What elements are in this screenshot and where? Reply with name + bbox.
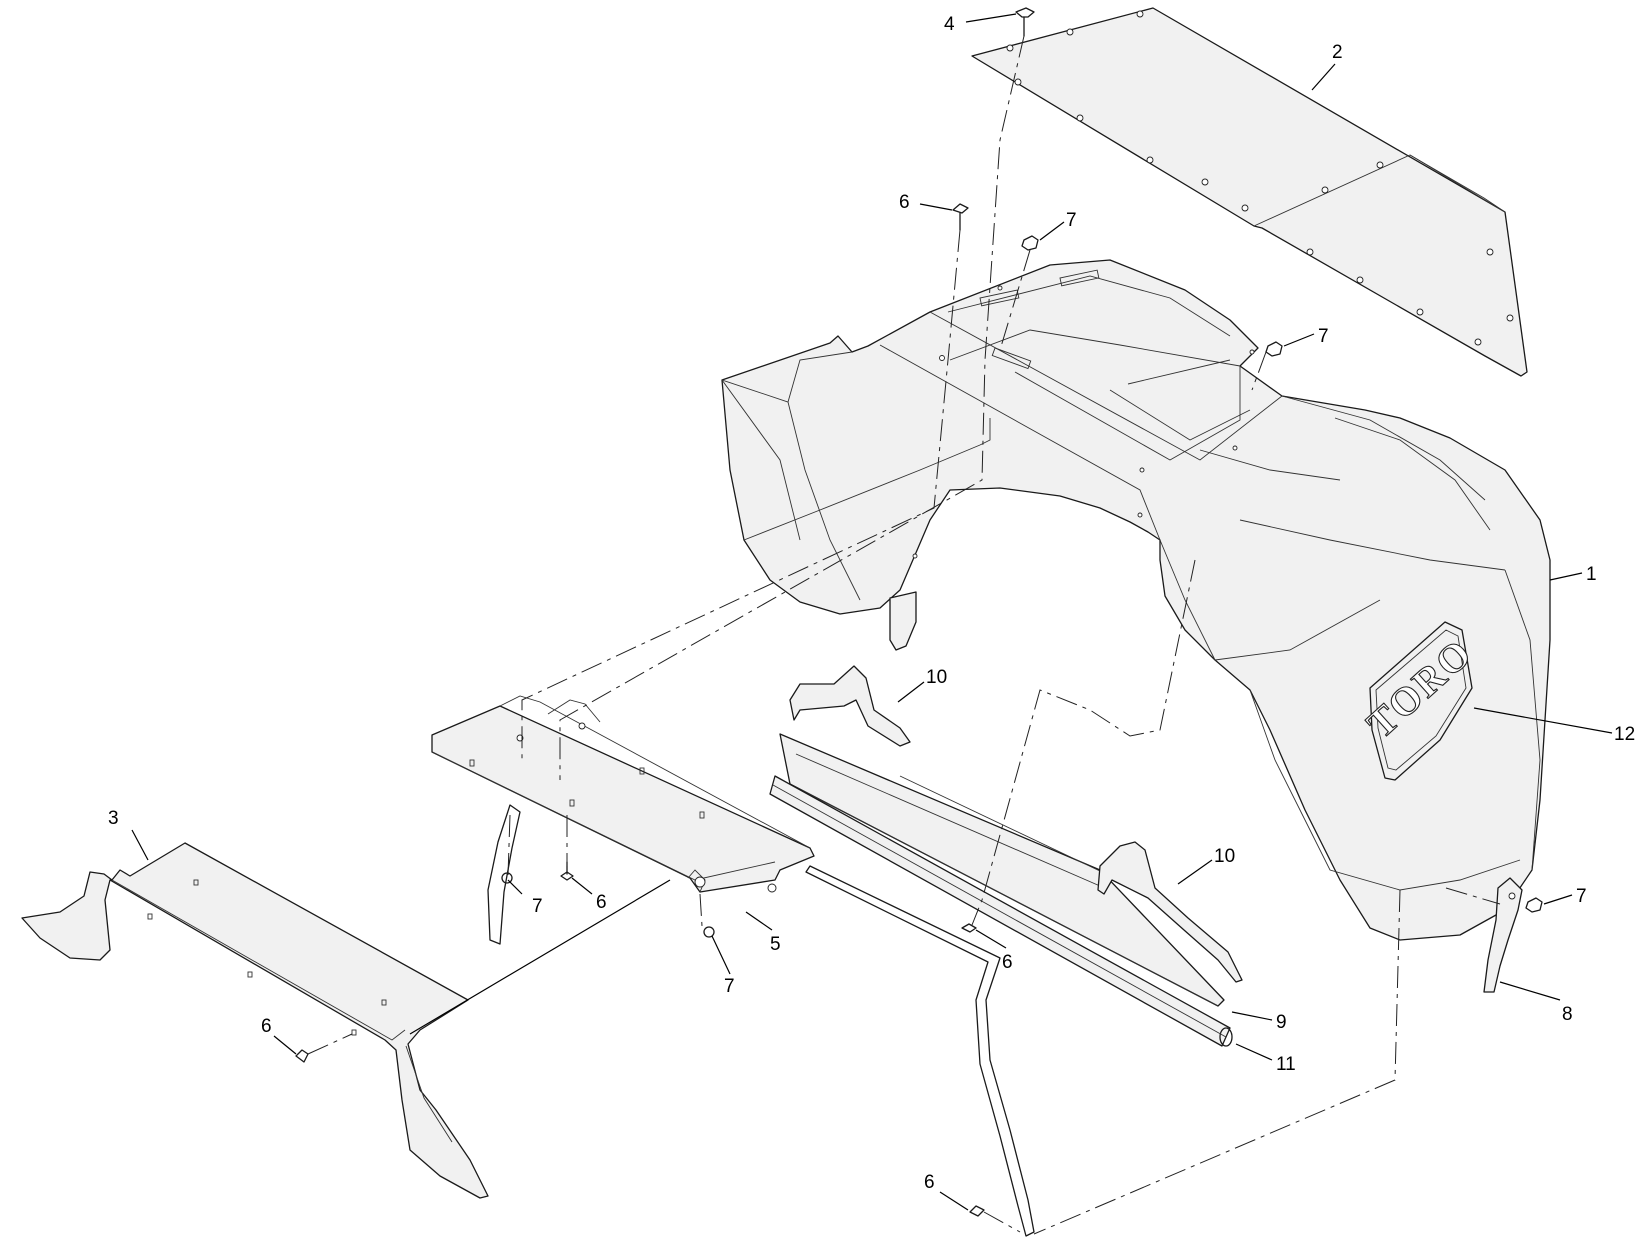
- callout-10-lower: 10: [1214, 846, 1235, 867]
- leader-lines: [131, 13, 1613, 1211]
- callout-4: 4: [944, 14, 955, 35]
- bolt-6-deflector: [295, 1049, 309, 1063]
- callout-6-bottom: 6: [924, 1172, 935, 1193]
- flap-bar: [779, 733, 1225, 1007]
- grass-box-housing: [721, 259, 1551, 941]
- lower-deflector: [21, 842, 489, 1199]
- callout-8: 8: [1562, 1004, 1573, 1025]
- callout-6-center: 6: [1002, 952, 1013, 973]
- callouts: 1 2 3 4 5 6 6 6 6 6 7 7 7 7 7 8 9 10 10 …: [108, 14, 1635, 1193]
- bumper-strip-upper: [789, 665, 911, 747]
- nut-7-bracket: [501, 872, 513, 884]
- top-cover-plate: [971, 7, 1528, 377]
- callout-7-bracket: 7: [532, 896, 543, 917]
- callout-7-under: 7: [724, 976, 735, 997]
- bolt-6-bottom: [969, 1205, 985, 1217]
- bolt-6-center: [961, 923, 977, 933]
- bumper-strip-lower: [1097, 841, 1243, 983]
- side-rod: [805, 865, 1035, 1237]
- callout-2: 2: [1332, 42, 1343, 63]
- screw-4: [1015, 7, 1035, 37]
- callout-6-bracket: 6: [596, 892, 607, 913]
- cover-plate-holes: [1006, 10, 1514, 346]
- bolt-6-top: [952, 203, 969, 231]
- nut-7-under: [703, 926, 715, 938]
- latch: [1483, 877, 1523, 993]
- front-bracket: [431, 695, 815, 945]
- callout-1: 1: [1586, 564, 1597, 585]
- callout-3: 3: [108, 808, 119, 829]
- nut-7-right: [1265, 341, 1283, 357]
- phantom-lines: [307, 35, 1501, 1235]
- callout-10-upper: 10: [926, 667, 947, 688]
- callout-12: 12: [1614, 724, 1635, 745]
- callout-7-right: 7: [1318, 326, 1329, 347]
- callout-11: 11: [1276, 1054, 1296, 1075]
- callout-7-top: 7: [1066, 210, 1077, 231]
- nut-7-top: [1021, 235, 1039, 251]
- tube: [769, 775, 1233, 1047]
- callout-6-deflector: 6: [261, 1016, 272, 1037]
- callout-7-latch: 7: [1576, 886, 1587, 907]
- nut-7-latch: [1525, 897, 1543, 913]
- callout-9: 9: [1276, 1012, 1287, 1033]
- callout-5: 5: [770, 934, 781, 955]
- callout-6-top: 6: [899, 192, 910, 213]
